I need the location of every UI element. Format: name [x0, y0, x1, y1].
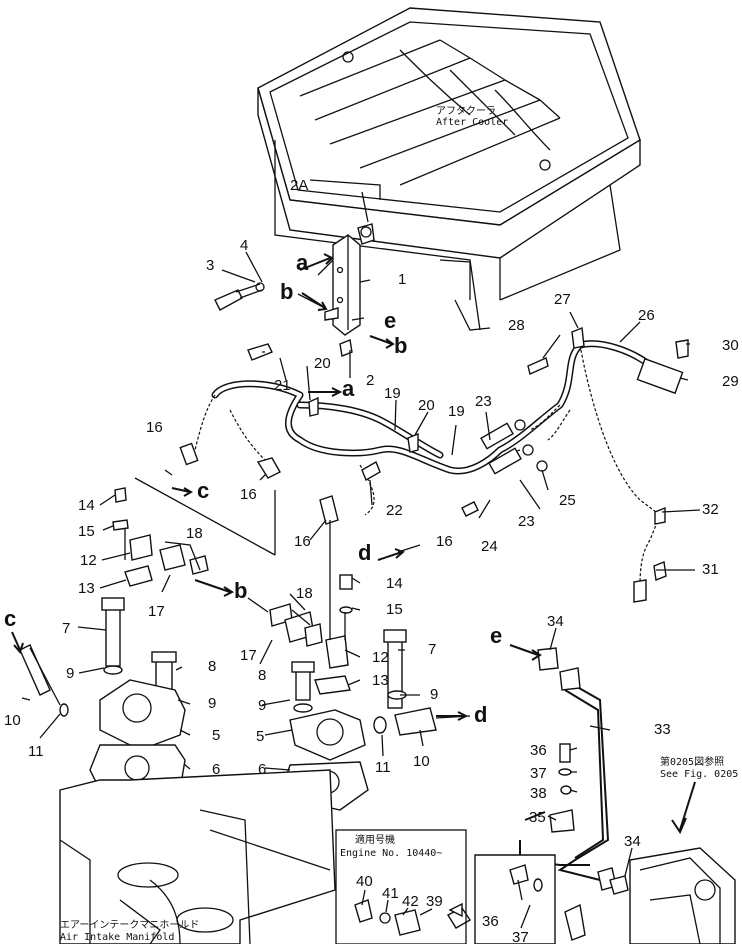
- ref-letter-e-1: e: [384, 308, 396, 333]
- callout-9b: 9: [208, 695, 216, 712]
- callout-15b: 15: [386, 601, 403, 618]
- callout-16c: 16: [294, 533, 311, 550]
- callout-6a: 6: [212, 761, 220, 778]
- ref-letter-a-1: a: [296, 250, 309, 275]
- ref-letter-b-2: b: [394, 333, 407, 358]
- callout-20b: 20: [418, 397, 435, 414]
- callout-20a: 20: [314, 355, 331, 372]
- air-intake-label-jp: エアーインテークマニホールド: [60, 919, 199, 931]
- callout-37b: 37: [512, 929, 529, 944]
- ref-letter-c-1: c: [197, 478, 209, 503]
- callout-36a: 36: [530, 742, 547, 759]
- left-fittings: [19, 477, 276, 791]
- callout-27: 27: [554, 291, 571, 308]
- ref-letter-d-2: d: [474, 702, 487, 727]
- ref-letter-b-3: b: [234, 578, 247, 603]
- callout-29: 29: [722, 373, 739, 390]
- callout-numbers: 2A 1 2 3 4 5 5 6 6 7 7 8 8 9 9 9 9 10 10…: [4, 177, 739, 944]
- air-intake-label-en: Air Intake Manifold: [60, 932, 174, 943]
- callout-21: 21: [274, 377, 291, 394]
- callout-1: 1: [398, 271, 406, 288]
- callout-9d: 9: [430, 686, 438, 703]
- callout-9c: 9: [258, 697, 266, 714]
- leader-lines: [21, 191, 701, 929]
- callout-9a: 9: [66, 665, 74, 682]
- callout-2: 2: [366, 372, 374, 389]
- ref-letter-e-2: e: [490, 623, 502, 648]
- callout-23a: 23: [475, 393, 492, 410]
- callout-5b: 5: [256, 728, 264, 745]
- fwd-arrow-icon: [448, 902, 463, 918]
- callout-6b: 6: [258, 761, 266, 778]
- callout-13a: 13: [78, 580, 95, 597]
- callout-42: 42: [402, 893, 419, 910]
- callout-4: 4: [240, 237, 248, 254]
- after-cooler-label-jp: アフタクーラ: [436, 105, 496, 117]
- callout-26: 26: [638, 307, 655, 324]
- serial-box: [335, 829, 467, 944]
- ref-letter-a-2: a: [342, 376, 355, 401]
- callout-39: 39: [426, 893, 443, 910]
- callout-11a: 11: [28, 743, 44, 760]
- bracket-1: [214, 223, 375, 357]
- callout-24: 24: [481, 538, 498, 555]
- callout-15a: 15: [78, 523, 95, 540]
- callout-22: 22: [386, 502, 403, 519]
- callout-34a: 34: [547, 613, 564, 630]
- callout-10b: 10: [413, 753, 430, 770]
- callout-8a: 8: [208, 658, 216, 675]
- callout-25: 25: [559, 492, 576, 509]
- flow-arrows: [11, 253, 542, 918]
- callout-31: 31: [702, 561, 719, 578]
- callout-3: 3: [206, 257, 214, 274]
- callout-40: 40: [356, 873, 373, 890]
- reference-letters: a a b b b c c d d e e: [4, 250, 502, 727]
- callout-33: 33: [654, 721, 671, 738]
- callout-32: 32: [702, 501, 719, 518]
- ref-letter-b-1: b: [280, 279, 293, 304]
- callout-2A: 2A: [290, 177, 308, 194]
- callout-11b: 11: [375, 759, 391, 776]
- callout-17a: 17: [148, 603, 165, 620]
- engine-block: [59, 769, 736, 944]
- callout-36b: 36: [482, 913, 499, 930]
- callout-14b: 14: [386, 575, 403, 592]
- callout-7b: 7: [428, 641, 436, 658]
- callout-37a: 37: [530, 765, 547, 782]
- callout-14a: 14: [78, 497, 95, 514]
- callout-23b: 23: [518, 513, 535, 530]
- callout-18b: 18: [296, 585, 313, 602]
- callout-41: 41: [382, 885, 399, 902]
- callout-8b: 8: [258, 667, 266, 684]
- callout-16a: 16: [146, 419, 163, 436]
- see-fig-label-en: See Fig. 0205: [660, 769, 738, 780]
- callout-38: 38: [530, 785, 547, 802]
- callout-19a: 19: [384, 385, 401, 402]
- callout-12b: 12: [372, 649, 389, 666]
- callout-34b: 34: [624, 833, 641, 850]
- ref-letter-d-1: d: [358, 540, 371, 565]
- serial-label-jp: 適用号機: [355, 833, 395, 846]
- callout-30: 30: [722, 337, 739, 354]
- after-cooler: アフタクーラ After Cooler: [257, 7, 641, 331]
- callout-16b: 16: [240, 486, 257, 503]
- serial-label-en: Engine No. 10440~: [340, 848, 442, 859]
- callout-28: 28: [508, 317, 525, 334]
- see-fig-arrow: [671, 781, 696, 835]
- callout-18a: 18: [186, 525, 203, 542]
- callout-10a: 10: [4, 712, 21, 729]
- callout-35: 35: [529, 809, 546, 826]
- callout-5a: 5: [212, 727, 220, 744]
- after-cooler-label-en: After Cooler: [436, 117, 508, 128]
- ref-letter-c-2: c: [4, 606, 16, 631]
- see-fig-label-jp: 第0205図参照: [660, 755, 724, 768]
- callout-13b: 13: [372, 672, 389, 689]
- callout-7a: 7: [62, 620, 70, 637]
- wiring-harness: [179, 327, 689, 603]
- callout-16d: 16: [436, 533, 453, 550]
- callout-12a: 12: [80, 552, 97, 569]
- callout-17b: 17: [240, 647, 257, 664]
- callout-19b: 19: [448, 403, 465, 420]
